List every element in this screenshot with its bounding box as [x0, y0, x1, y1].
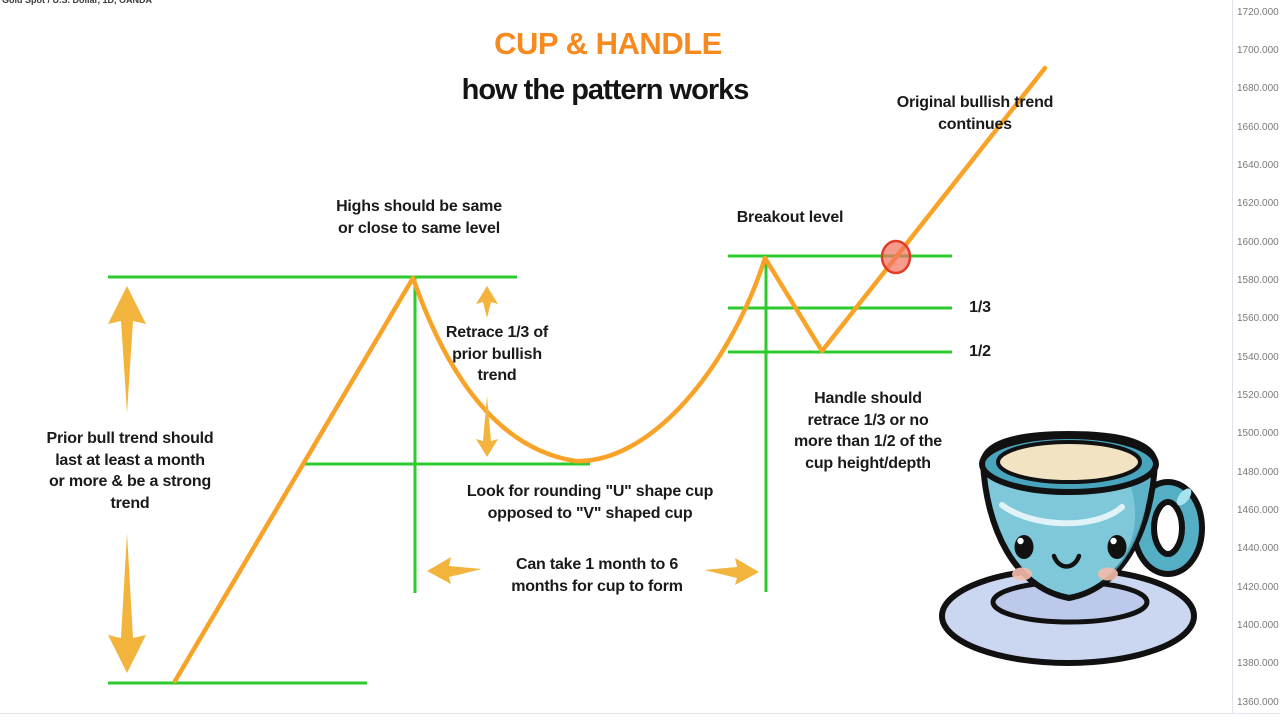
diagram-subtitle: how the pattern works — [461, 74, 750, 106]
annotation-breakout-level: Breakout level — [736, 209, 844, 226]
pattern-price-line[interactable] — [172, 65, 1048, 684]
price-tick: 1600.000 — [1237, 237, 1279, 248]
price-tick: 1460.000 — [1237, 505, 1279, 516]
price-tick: 1700.000 — [1237, 45, 1279, 56]
right-blush — [1098, 567, 1118, 581]
price-tick: 1500.000 — [1237, 428, 1279, 439]
annotation-cup-duration: Can take 1 month to 6 months for cup to … — [511, 556, 683, 595]
price-tick: 1480.000 — [1237, 467, 1279, 478]
symbol-description[interactable]: Gold Spot / U.S. Dollar, 1D, OANDA — [2, 0, 153, 5]
cup-retrace-up-arrow[interactable] — [476, 286, 498, 318]
price-tick: 1660.000 — [1237, 122, 1279, 133]
price-tick: 1440.000 — [1237, 543, 1279, 554]
cup-liquid — [996, 440, 1142, 484]
price-tick: 1420.000 — [1237, 582, 1279, 593]
annotation-prior-trend: Prior bull trend should last at least a … — [46, 430, 214, 512]
annotation-trend-continues: Original bullish trend continues — [896, 94, 1054, 133]
price-tick: 1720.000 — [1237, 7, 1279, 18]
annotation-retrace: Retrace 1/3 of prior bullish trend — [445, 324, 549, 384]
axis-separator-horizontal — [0, 713, 1280, 714]
price-tick: 1620.000 — [1237, 198, 1279, 209]
annotation-handle-retrace: Handle should retrace 1/3 or no more tha… — [793, 390, 943, 472]
cup-shading — [1100, 472, 1150, 584]
price-tick: 1520.000 — [1237, 390, 1279, 401]
right-eye-highlight — [1110, 537, 1117, 545]
pattern-drawing-layer — [108, 65, 1205, 685]
left-eye-highlight — [1017, 537, 1024, 545]
price-tick: 1380.000 — [1237, 658, 1279, 669]
cup-highlight — [999, 502, 1125, 527]
time-axis[interactable] — [0, 714, 1280, 720]
price-tick: 1560.000 — [1237, 313, 1279, 324]
cup-duration-left-arrow[interactable] — [427, 557, 482, 584]
annotation-highs: Highs should be same or close to same le… — [336, 198, 502, 237]
label-one-half: 1/2 — [969, 343, 991, 360]
handle-highlight — [1176, 488, 1192, 506]
cup-illustration — [939, 431, 1205, 666]
price-tick: 1400.000 — [1237, 620, 1279, 631]
price-axis[interactable]: 1720.000 1700.000 1680.000 1660.000 1640… — [1233, 0, 1280, 713]
left-blush — [1012, 567, 1032, 581]
price-tick: 1360.000 — [1237, 697, 1279, 708]
label-one-third: 1/3 — [969, 299, 991, 316]
annotation-rounding-cup: Look for rounding "U" shape cup opposed … — [466, 483, 714, 522]
smile — [1051, 553, 1082, 569]
left-eye — [1014, 535, 1034, 559]
price-tick: 1680.000 — [1237, 83, 1279, 94]
axis-separator-vertical — [1232, 0, 1233, 720]
breakout-marker-ellipse[interactable] — [880, 239, 912, 275]
price-tick: 1540.000 — [1237, 352, 1279, 363]
cup-retrace-down-arrow[interactable] — [476, 396, 498, 457]
trend-range-down-arrow[interactable] — [108, 533, 146, 673]
chart-pane[interactable]: Gold Spot / U.S. Dollar, 1D, OANDA CUP &… — [0, 0, 1232, 713]
trend-range-up-arrow[interactable] — [108, 286, 146, 413]
right-eye — [1107, 535, 1127, 559]
price-tick: 1580.000 — [1237, 275, 1279, 286]
diagram-title: CUP & HANDLE — [494, 26, 722, 61]
price-tick: 1640.000 — [1237, 160, 1279, 171]
cup-duration-right-arrow[interactable] — [704, 558, 759, 585]
